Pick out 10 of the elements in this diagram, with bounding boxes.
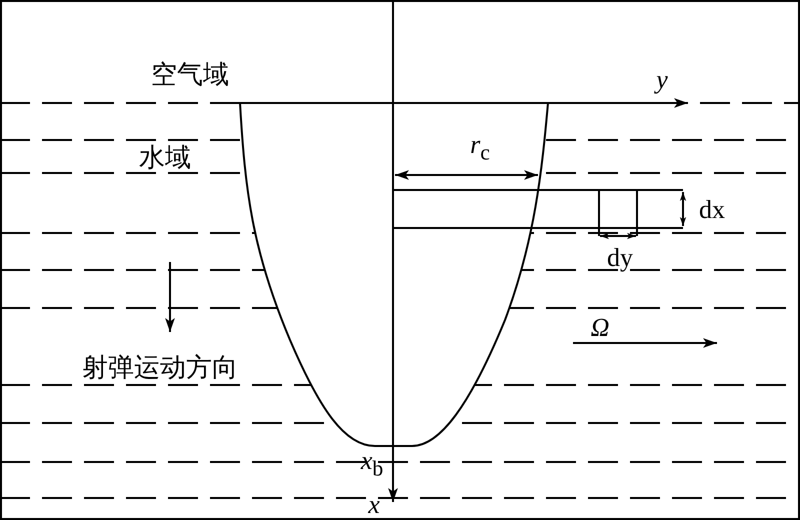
direction-label: 射弹运动方向 — [82, 355, 238, 381]
dimension-label: dx — [699, 197, 725, 223]
angular-velocity-label: Ω — [590, 315, 610, 341]
dimension-label: dy — [607, 245, 633, 271]
axis-label: y — [656, 67, 668, 93]
axis-label: x — [368, 492, 380, 518]
region-label: 空气域 — [151, 62, 229, 88]
dimension-label: r$_{c}$ — [470, 132, 490, 164]
axis-label: x$_{b}$ — [360, 448, 384, 480]
region-label: 水域 — [139, 145, 191, 171]
